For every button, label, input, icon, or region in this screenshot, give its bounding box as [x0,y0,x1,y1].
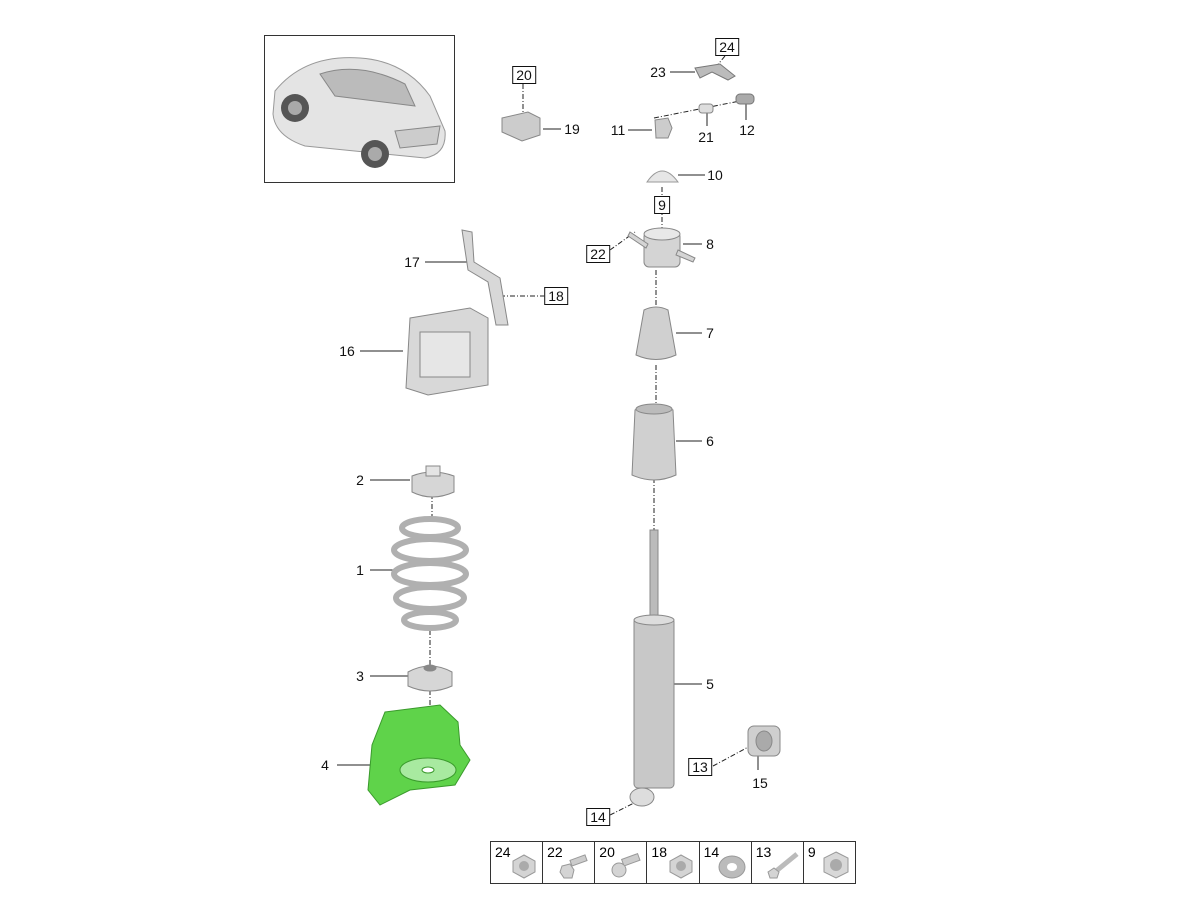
fastener-cell-18[interactable]: 18 [647,842,700,883]
vehicle-thumbnail [264,35,455,183]
callout-17[interactable]: 17 [404,254,420,270]
callout-10[interactable]: 10 [707,167,723,183]
callout-22[interactable]: 22 [586,245,610,263]
part-bushing-15 [747,725,781,757]
callout-19[interactable]: 19 [564,121,580,137]
fastener-cell-20[interactable]: 20 [595,842,648,883]
part-plug-12 [735,93,755,105]
callout-3[interactable]: 3 [356,668,364,684]
part-connector-11 [654,117,673,139]
bolt-icon [559,854,588,879]
callout-14[interactable]: 14 [586,808,610,826]
assembly-axis-lines [429,55,753,816]
fastener-number: 9 [807,844,816,860]
callout-11[interactable]: 11 [610,122,626,138]
fastener-number: 13 [755,844,772,860]
part-bracket-23 [694,63,736,81]
long-bolt-icon [767,852,799,879]
part-spring-plate-4-highlighted [367,704,471,806]
callout-20[interactable]: 20 [512,66,536,84]
part-grommet-21 [698,103,714,114]
callout-6[interactable]: 6 [706,433,714,449]
part-spring-pad-3 [407,664,453,692]
hex-nut-icon [823,851,849,879]
part-top-mount-8 [627,227,696,268]
washer-icon [718,855,746,879]
part-bracket-17 [461,229,509,326]
fastener-cell-13[interactable]: 13 [752,842,804,883]
callout-12[interactable]: 12 [739,122,755,138]
fastener-cell-24[interactable]: 24 [491,842,544,883]
part-shock-absorber-5 [629,529,675,807]
fastener-cell-14[interactable]: 14 [700,842,752,883]
fastener-number: 20 [599,844,615,860]
callout-7[interactable]: 7 [706,325,714,341]
callout-4[interactable]: 4 [321,757,329,773]
callout-8[interactable]: 8 [706,236,714,252]
callout-18[interactable]: 18 [544,287,568,305]
vehicle-image [272,57,446,168]
callout-5[interactable]: 5 [706,676,714,692]
callout-13[interactable]: 13 [688,758,712,776]
fastener-cell-22[interactable]: 22 [543,842,596,883]
part-control-unit-16 [405,307,489,396]
part-dust-cap-10 [646,170,679,183]
fastener-number: 22 [547,844,563,860]
part-coil-spring-1 [391,516,469,631]
callout-16[interactable]: 16 [339,343,355,359]
fastener-number: 18 [651,844,667,860]
callout-1[interactable]: 1 [356,562,364,578]
part-protective-tube-6 [631,403,677,481]
flange-nut-icon [512,854,536,879]
callout-9[interactable]: 9 [654,196,670,214]
fastener-number: 14 [703,844,720,860]
callout-23[interactable]: 23 [650,64,666,80]
part-spring-pad-2 [411,465,455,498]
leader-lines [337,71,759,770]
fastener-number: 24 [495,844,511,860]
part-bump-stop-7 [635,306,677,360]
callout-24[interactable]: 24 [715,38,739,56]
callout-21[interactable]: 21 [698,129,714,145]
flange-nut-icon [669,854,693,879]
fasteners-table: 24 22 20 18 14 13 9 [490,841,856,884]
part-level-sensor [501,111,541,142]
callout-2[interactable]: 2 [356,472,364,488]
callout-15[interactable]: 15 [752,775,768,791]
fastener-cell-9[interactable]: 9 [804,842,855,883]
socket-bolt-icon [611,852,642,878]
